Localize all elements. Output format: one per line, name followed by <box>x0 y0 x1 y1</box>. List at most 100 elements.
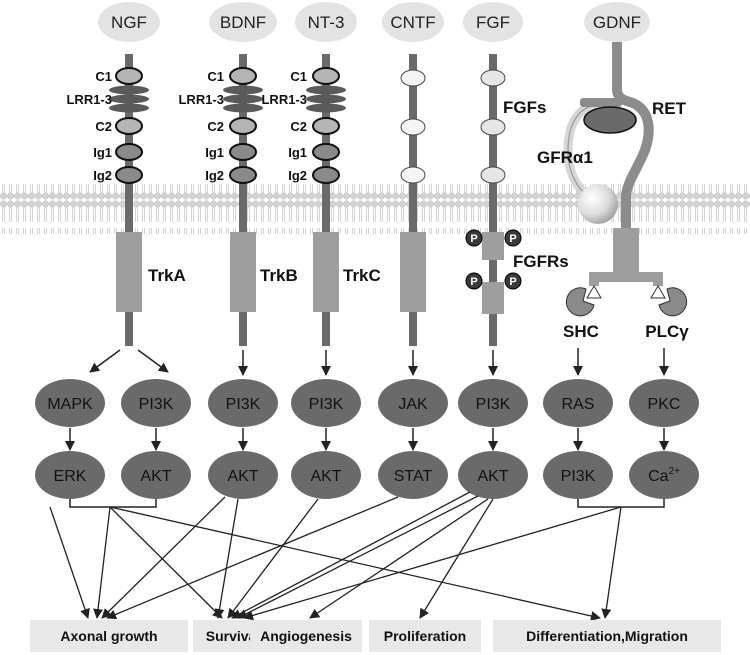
outcome-proliferation-box <box>369 620 481 652</box>
node-pkc <box>629 379 699 427</box>
calcium-charge: 2+ <box>669 466 681 477</box>
fgfrs-label: FGFRs <box>513 252 569 271</box>
ret-receptor <box>612 42 654 255</box>
trka-c2-domain <box>115 117 143 135</box>
trkc-c2-domain <box>312 117 340 135</box>
phospho-marker-1 <box>465 229 483 247</box>
ligand-bdnf <box>209 2 277 42</box>
cntf-receptor <box>400 54 426 346</box>
ret-kinase-body <box>613 228 639 278</box>
node-pi3k-gdnf <box>543 451 613 499</box>
node-pi3k-fgf-label: PI3K <box>476 396 511 413</box>
ret-branch-left <box>589 272 599 286</box>
ligand-fgf-label: FGF <box>476 13 510 32</box>
plcg-label: PLCγ <box>645 322 689 341</box>
fgfs-label: FGFs <box>503 98 546 117</box>
ligand-ngf-label: NGF <box>111 13 147 32</box>
trkc-lrr-label: LRR1-3 <box>261 92 307 107</box>
trka-c2-label: C2 <box>95 119 112 134</box>
trkb-ig1-domain <box>229 143 257 161</box>
trka-ig1-domain <box>115 143 143 161</box>
gfra1-label: GFRα1 <box>537 148 593 167</box>
phospho-marker-3 <box>465 272 483 290</box>
node-pi3k-gdnf-label: PI3K <box>561 468 596 485</box>
trkc-ig2-domain <box>312 166 340 184</box>
node-pi3k-nt3 <box>291 379 361 427</box>
trk-receptors: C1 LRR1-3 C2 Ig1 Ig2 TrkA C1 LRR1-3 C2 I… <box>66 54 381 346</box>
receptor-arrows <box>89 348 669 376</box>
ligand-gdnf-label: GDNF <box>593 13 641 32</box>
phospho-marker-2 <box>504 229 522 247</box>
phospho-marker-4 <box>504 272 522 290</box>
trkb-lrr-label: LRR1-3 <box>178 92 224 107</box>
trkc-lrr-domain <box>306 85 346 113</box>
fgf-domain-1 <box>480 69 506 87</box>
fgf-domain-3 <box>480 166 506 184</box>
fgf-receptor: FGFs FGFRs P P P P <box>465 54 569 346</box>
node-mapk-label: MAPK <box>47 396 93 413</box>
fgfr-kinase-upper <box>482 232 504 260</box>
trkb-c1-domain <box>229 67 257 85</box>
trka-ig2-label: Ig2 <box>93 168 112 183</box>
cntf-domain-2 <box>400 118 426 136</box>
node-akt-fgf-label: AKT <box>477 468 508 485</box>
trkb-stalk <box>239 54 247 346</box>
cell-membrane <box>0 184 750 234</box>
trka-kinase-body <box>116 232 142 312</box>
trkc-c1-label: C1 <box>290 69 307 84</box>
trkc-kinase-body <box>313 232 339 312</box>
outcome-arrows <box>49 491 622 621</box>
trka-c1-label: C1 <box>95 69 112 84</box>
phospho-label-2: P <box>509 233 516 245</box>
cntf-domain-1 <box>400 69 426 87</box>
node-ras <box>543 379 613 427</box>
shc-adaptor <box>565 287 595 317</box>
trka-lrr-domain <box>109 85 149 113</box>
node-pi3k-ngf <box>121 379 191 427</box>
phospho-label-4: P <box>509 276 516 288</box>
node-pi3k-nt3-label: PI3K <box>309 396 344 413</box>
trka-c1-domain <box>115 67 143 85</box>
ligand-gdnf <box>584 2 650 42</box>
trka-ig1-label: Ig1 <box>93 145 112 160</box>
ret-branch <box>589 272 663 282</box>
node-jak-label: JAK <box>398 396 428 413</box>
trkc-ig1-domain <box>312 143 340 161</box>
plc-docking-triangle <box>650 285 666 299</box>
ret-ligand-pocket <box>583 106 637 134</box>
trkb-label: TrkB <box>260 266 298 285</box>
outcome-angiogenesis-box <box>250 620 362 652</box>
trkb-c2-domain <box>229 117 257 135</box>
node-mapk <box>35 379 105 427</box>
node-akt-fgf <box>458 451 528 499</box>
trkb-ig1-label: Ig1 <box>205 145 224 160</box>
ligand-cntf <box>382 2 444 42</box>
shc-label: SHC <box>563 322 599 341</box>
ret-branch-right <box>653 272 663 286</box>
trkc-ig2-label: Ig2 <box>288 168 307 183</box>
node-erk-label: ERK <box>54 468 87 485</box>
outcome-axonal-growth-box <box>30 620 188 652</box>
trka-stalk <box>125 54 133 346</box>
trkb-ig2-label: Ig2 <box>205 168 224 183</box>
node-akt-bdnf-label: AKT <box>227 468 258 485</box>
trkc-c1-domain <box>312 67 340 85</box>
calcium-base: Ca <box>648 468 669 485</box>
ligands: NGF BDNF NT-3 CNTF FGF GDNF <box>98 2 650 42</box>
node-pi3k-fgf <box>458 379 528 427</box>
node-stat <box>378 451 448 499</box>
trkb-lrr-domain <box>223 85 263 113</box>
node-pi3k-ngf-label: PI3K <box>139 396 174 413</box>
node-ras-label: RAS <box>562 396 595 413</box>
fgf-domain-2 <box>480 118 506 136</box>
trkc-c2-label: C2 <box>290 119 307 134</box>
outcome-survival: Survival <box>206 628 260 644</box>
trkc-stalk <box>322 54 330 346</box>
outcome-axonal-growth: Axonal growth <box>60 628 157 644</box>
node-akt-nt3 <box>291 451 361 499</box>
outcomes: Axonal growth Survival Angiogenesis Prol… <box>30 620 721 652</box>
outcome-angiogenesis: Angiogenesis <box>260 628 352 644</box>
gdnf-receptor-complex: RET GFRα1 SHC PLCγ <box>537 42 689 341</box>
node-calcium-label: Ca2+ <box>648 466 680 485</box>
